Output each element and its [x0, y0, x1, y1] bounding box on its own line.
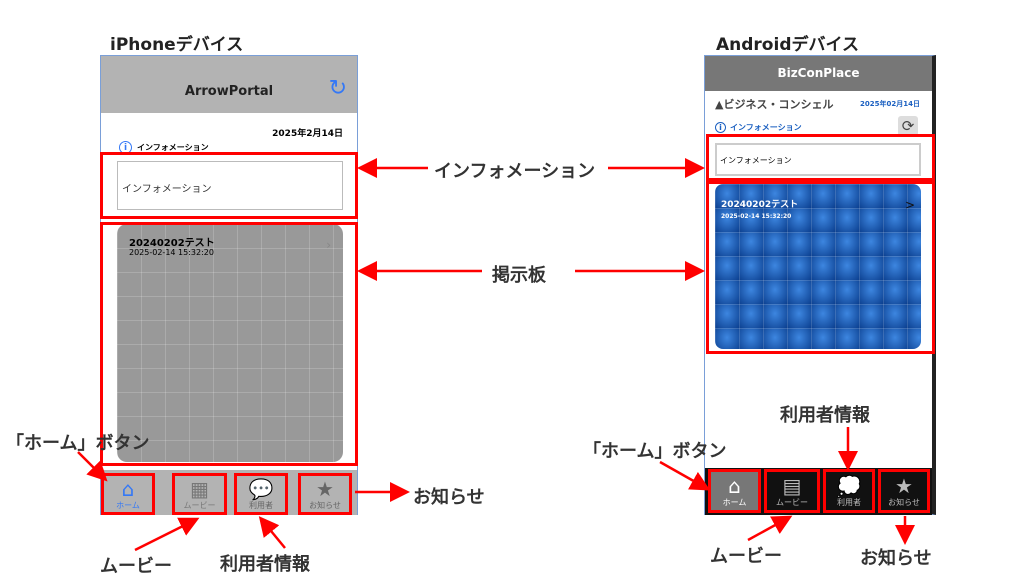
board-card[interactable]: 20240202テスト 2025-02-14 15:32:20 ›	[117, 224, 343, 462]
tab-bar	[101, 470, 357, 515]
chevron-right-icon: ›	[326, 238, 331, 252]
iphone-screen: ArrowPortal ↻ 2025年2月14日 i インフォメーション インフ…	[100, 55, 358, 515]
board-title: 20240202テスト	[129, 238, 215, 249]
info-label: インフォメーション	[730, 123, 802, 132]
android-caption: Androidデバイス	[716, 35, 859, 55]
info-icon: i	[715, 122, 726, 133]
tab-home[interactable]: ⌂ホーム	[104, 476, 152, 512]
tab-notice[interactable]: ★お知らせ	[301, 476, 349, 512]
highlight-movie	[764, 469, 820, 513]
chat-icon: 💬	[248, 476, 274, 501]
highlight-movie	[172, 473, 227, 515]
iphone-header: ArrowPortal ↻	[101, 56, 357, 113]
film-icon: ▦	[190, 476, 209, 501]
tab-label: ホーム	[116, 500, 140, 510]
arrow	[747, 515, 793, 542]
annotation-info: インフォメーション	[434, 161, 596, 182]
date: 2025年02月14日	[860, 100, 920, 108]
annotation-notice-right: お知らせ	[860, 548, 932, 569]
iphone-caption: iPhoneデバイス	[110, 35, 244, 55]
annotation-movie-left: ムービー	[100, 556, 172, 577]
highlight-board	[706, 181, 935, 354]
annotation-board: 掲示板	[492, 265, 546, 286]
annotation-user-right: 利用者情報	[780, 405, 870, 426]
refresh-icon[interactable]: ⟳	[898, 116, 918, 136]
annotation-home-left: 「ホーム」ボタン	[6, 433, 150, 454]
highlight-user	[234, 473, 288, 515]
arrow	[659, 460, 711, 491]
tab-movie[interactable]: ▦ムービー	[175, 476, 224, 512]
date: 2025年2月14日	[272, 129, 343, 139]
tab-user[interactable]: 💭利用者	[826, 472, 872, 510]
tab-label: ムービー	[776, 497, 808, 507]
tab-label: ホーム	[722, 497, 747, 507]
annotation-user-left: 利用者情報	[220, 554, 310, 575]
chevron-right-icon: >	[904, 198, 915, 212]
film-icon: ▤	[782, 473, 802, 498]
home-icon: ⌂	[121, 476, 135, 501]
tab-movie[interactable]: ▤ムービー	[767, 472, 817, 510]
logo-text: ビジネス・コンシェル	[723, 98, 834, 111]
tab-label: お知らせ	[309, 500, 341, 510]
highlight-notice	[878, 469, 930, 513]
refresh-icon[interactable]: ↻	[328, 76, 347, 101]
tab-user[interactable]: 💬利用者	[237, 476, 285, 512]
info-heading: i インフォメーション	[715, 122, 802, 133]
logo: ▲ビジネス・コンシェル	[715, 98, 834, 111]
tab-notice[interactable]: ★お知らせ	[881, 472, 927, 510]
app-title: ArrowPortal	[184, 84, 274, 99]
tab-home[interactable]: ⌂ホーム	[711, 472, 758, 510]
star-icon: ★	[895, 473, 913, 498]
annotation-home-right: 「ホーム」ボタン	[583, 441, 727, 462]
tab-label: お知らせ	[888, 497, 920, 507]
board-card[interactable]: 20240202テスト 2025-02-14 15:32:20 >	[715, 184, 921, 349]
arrow	[77, 451, 108, 482]
highlight-home	[708, 469, 761, 513]
home-icon: ⌂	[728, 473, 741, 498]
tab-label: 利用者	[837, 497, 861, 507]
info-box[interactable]: インフォメーション	[117, 161, 343, 210]
highlight-notice	[298, 473, 352, 515]
arrow	[258, 516, 286, 549]
annotation-notice-left: お知らせ	[413, 487, 485, 508]
annotation-movie-right: ムービー	[710, 546, 782, 567]
arrow	[134, 517, 200, 552]
board-datetime: 2025-02-14 15:32:20	[129, 248, 214, 257]
tab-label: 利用者	[249, 500, 273, 510]
board-title: 20240202テスト	[721, 200, 799, 210]
highlight-info	[706, 134, 935, 181]
info-label: インフォメーション	[137, 143, 209, 152]
app-title: BizConPlace	[705, 56, 932, 91]
star-icon: ★	[316, 476, 334, 501]
board-datetime: 2025-02-14 15:32:20	[721, 213, 792, 220]
highlight-home	[101, 473, 155, 515]
chat-icon: 💭	[836, 473, 862, 498]
info-box[interactable]: インフォメーション	[715, 143, 921, 176]
tab-label: ムービー	[183, 500, 216, 510]
highlight-board	[100, 222, 358, 466]
highlight-info	[100, 152, 358, 219]
